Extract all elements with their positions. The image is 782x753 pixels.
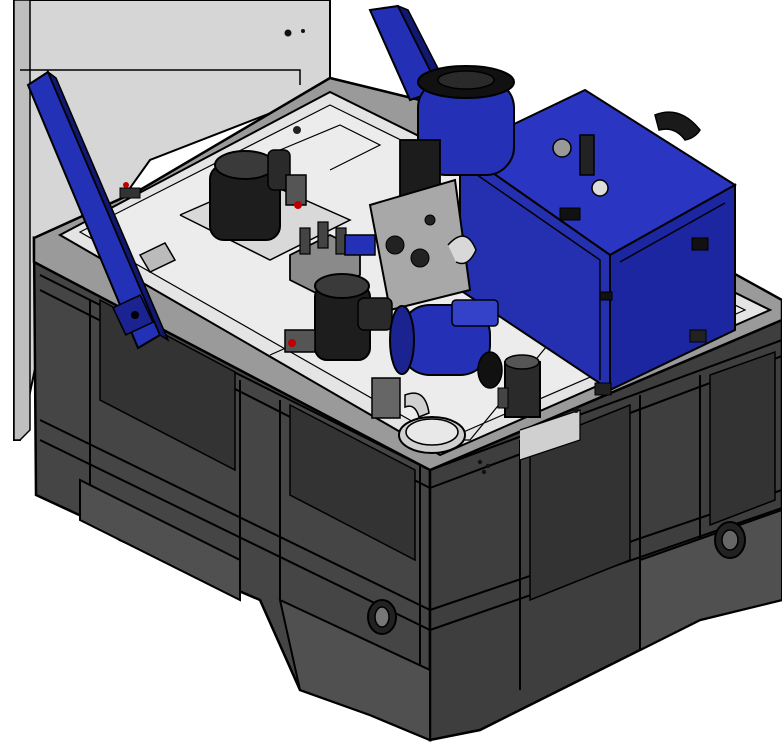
black-filter-motor-rear	[209, 149, 307, 241]
level-gauge	[497, 354, 541, 418]
blue-control-cabinet	[458, 88, 737, 396]
valve-mount-plate	[344, 178, 477, 312]
deck-bracket	[119, 182, 177, 273]
crate-right-panel-1	[529, 403, 631, 602]
panel-bolt-2	[301, 29, 305, 33]
panel-bolt-1	[284, 29, 292, 37]
blue-lift-arm-left	[26, 69, 170, 350]
crate-right-panel-2	[709, 350, 776, 527]
fill-cap	[398, 416, 466, 454]
crate-left-panel-1	[99, 298, 236, 472]
blue-pump-motor	[389, 299, 503, 389]
crate-left-panel-2	[289, 403, 416, 562]
crate-left-foot-1	[79, 478, 241, 602]
crate-right-foot	[639, 508, 782, 652]
black-filter-motor-front	[284, 273, 430, 419]
crate-left-foot-2	[278, 598, 431, 742]
